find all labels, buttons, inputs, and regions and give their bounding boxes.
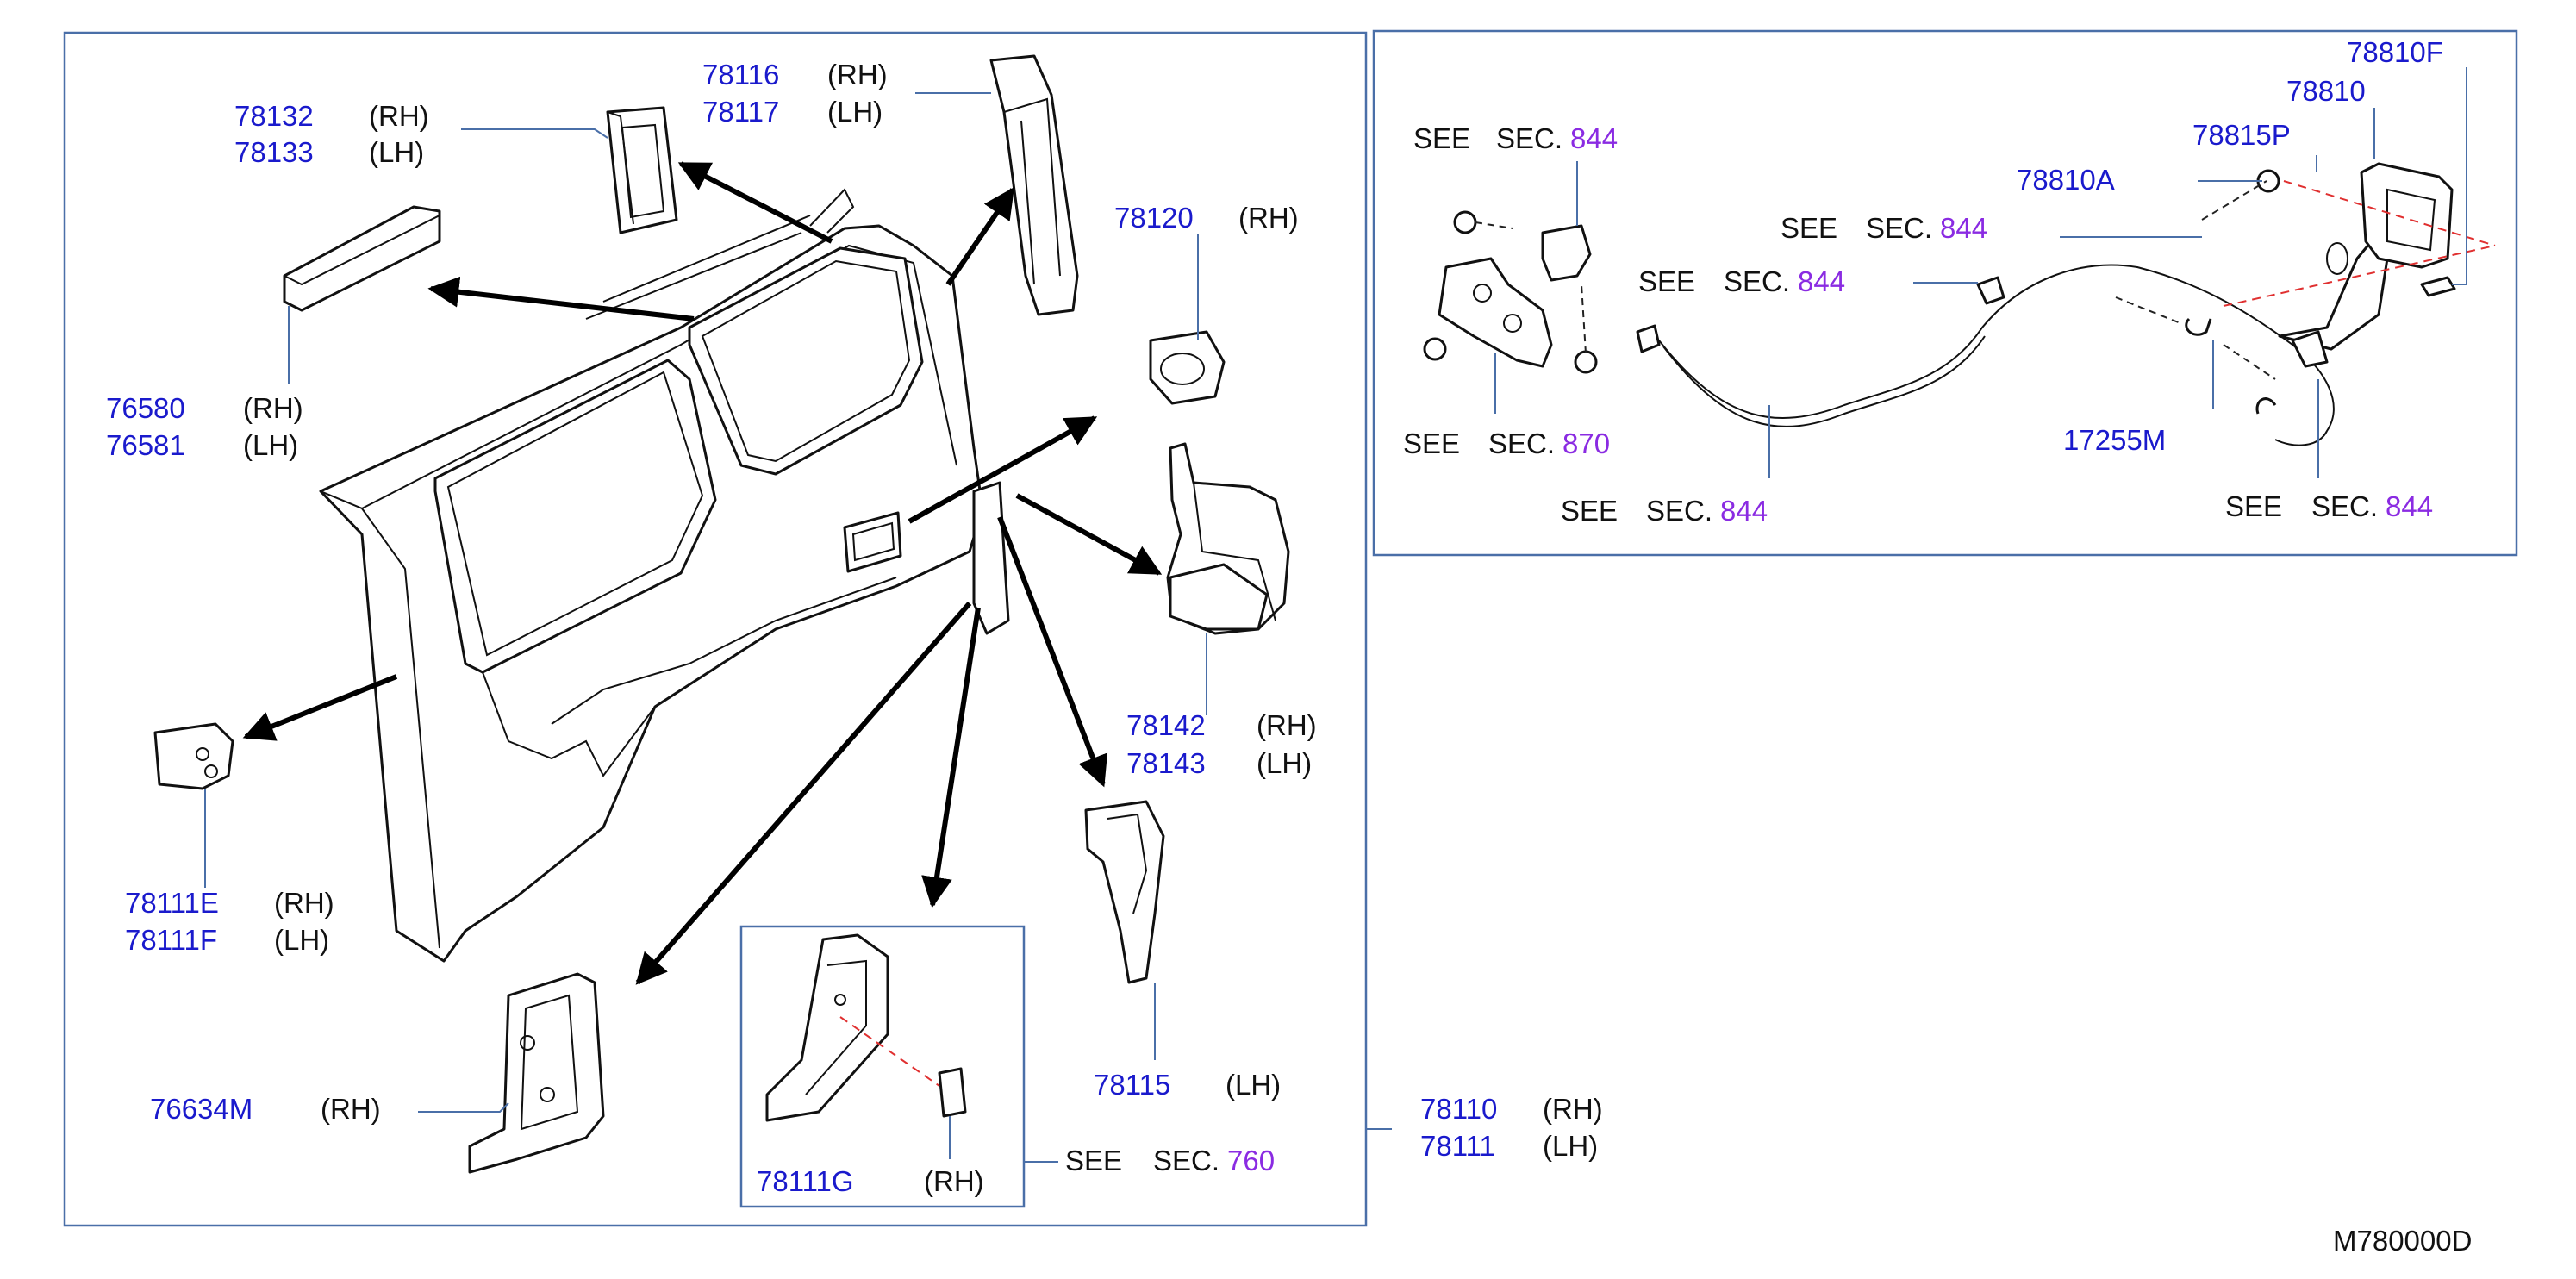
lh-label-76581: (LH): [243, 429, 298, 461]
callout-76634M[interactable]: 76634M: [150, 1093, 253, 1125]
see-label-844-b: SEE: [1781, 212, 1837, 244]
part-76634M-pillar-lower: [468, 972, 605, 1174]
lh-label-78111F: (LH): [274, 924, 329, 956]
callout-78111G[interactable]: 78111G: [757, 1165, 854, 1197]
see-label-760: SEE: [1065, 1145, 1122, 1176]
sec-link-844-e[interactable]: 844: [2386, 490, 2433, 522]
left-group-frame: [63, 31, 1368, 1227]
see-label-844-a: SEE: [1413, 122, 1470, 154]
callout-78810[interactable]: 78810: [2286, 75, 2366, 107]
right-group-frame: [1372, 29, 2518, 557]
callout-78116[interactable]: 78116: [702, 59, 779, 90]
see-label-844-c: SEE: [1638, 265, 1695, 297]
part-78111E-gusset: [153, 722, 234, 790]
callout-78132[interactable]: 78132: [234, 100, 314, 132]
callout-78110[interactable]: 78110: [1420, 1093, 1497, 1125]
quarter-panel-drawing: [319, 188, 1010, 963]
rh-label-78110: (RH): [1543, 1093, 1603, 1125]
lh-label-78111: (LH): [1543, 1130, 1598, 1162]
sec-label-760: SEC.: [1153, 1145, 1219, 1176]
callout-78143[interactable]: 78143: [1126, 747, 1206, 779]
sec-link-760[interactable]: 760: [1227, 1145, 1275, 1176]
rh-label-78111E: (RH): [274, 887, 334, 919]
callout-76580[interactable]: 76580: [106, 392, 185, 424]
lh-label-78133: (LH): [369, 136, 424, 168]
see-label-844-d: SEE: [1561, 495, 1618, 527]
callout-78120[interactable]: 78120: [1114, 202, 1194, 234]
sec-link-844-d[interactable]: 844: [1720, 495, 1768, 527]
sec-label-844-a: SEC.: [1496, 122, 1562, 154]
inset-frame: [739, 925, 1026, 1208]
callout-78810A[interactable]: 78810A: [2017, 164, 2115, 196]
callout-78115[interactable]: 78115: [1094, 1069, 1170, 1101]
part-78116-pillar: [989, 54, 1079, 316]
callout-78810F[interactable]: 78810F: [2347, 36, 2443, 68]
lh-label-78115: (LH): [1226, 1069, 1281, 1101]
sec-link-844-a[interactable]: 844: [1570, 122, 1618, 154]
rh-label-78132: (RH): [369, 100, 429, 132]
callout-78142[interactable]: 78142: [1126, 709, 1206, 741]
sec-label-844-e: SEC.: [2311, 490, 2378, 522]
part-78142-housing: [1166, 442, 1290, 635]
lh-label-78117: (LH): [827, 96, 883, 128]
part-78132-bracket: [606, 106, 678, 234]
sec-label-844-c: SEC.: [1724, 265, 1790, 297]
fuel-opener-drawing: [1423, 162, 2496, 446]
callout-78133[interactable]: 78133: [234, 136, 314, 168]
sec-label-844-d: SEC.: [1646, 495, 1712, 527]
diagram-code: M780000D: [2333, 1225, 2472, 1257]
callout-78815P[interactable]: 78815P: [2192, 119, 2291, 151]
rh-label-78116: (RH): [827, 59, 888, 90]
leader-lines-left: [204, 92, 1392, 1163]
explode-arrows: [242, 161, 1163, 985]
sec-label-870: SEC.: [1488, 427, 1555, 459]
see-label-844-e: SEE: [2225, 490, 2282, 522]
rh-label-76580: (RH): [243, 392, 303, 424]
sec-link-844-b[interactable]: 844: [1940, 212, 1987, 244]
callout-78111F[interactable]: 78111F: [125, 924, 217, 956]
callout-78111[interactable]: 78111: [1420, 1130, 1495, 1162]
callout-78117[interactable]: 78117: [702, 96, 779, 128]
rh-label-76634M: (RH): [321, 1093, 381, 1125]
see-label-870: SEE: [1403, 427, 1460, 459]
leader-lines-right: [1494, 67, 2467, 478]
sec-link-844-c[interactable]: 844: [1798, 265, 1845, 297]
callout-17255M[interactable]: 17255M: [2063, 424, 2166, 456]
callout-78111E[interactable]: 78111E: [125, 887, 219, 919]
sec-link-870[interactable]: 870: [1562, 427, 1610, 459]
sec-label-844-b: SEC.: [1866, 212, 1932, 244]
lh-label-78143: (LH): [1257, 747, 1312, 779]
rh-label-78120: (RH): [1238, 202, 1299, 234]
callout-76581[interactable]: 76581: [106, 429, 185, 461]
rh-label-78142: (RH): [1257, 709, 1317, 741]
rh-label-78111G: (RH): [924, 1165, 984, 1197]
part-78115-pillar-inner: [1084, 800, 1165, 984]
part-78111G-bracket: [765, 933, 967, 1122]
part-78120-cup: [1149, 330, 1226, 405]
part-76580-strip: [283, 205, 441, 312]
